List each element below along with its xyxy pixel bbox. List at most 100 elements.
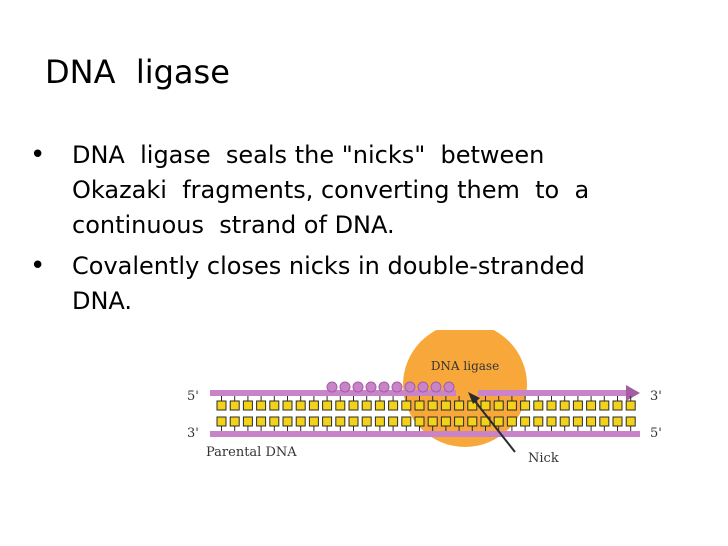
- base-top: [229, 400, 240, 411]
- base-bottom: [467, 416, 478, 427]
- base-bottom: [493, 416, 504, 427]
- dna-ligase-diagram: DNA ligase 5' 3' 3' 5' Parental DNA Nick: [187, 330, 662, 466]
- base-top: [533, 400, 544, 411]
- base-bottom: [599, 416, 610, 427]
- base-bottom: [229, 416, 240, 427]
- nucleotide-bead: [365, 381, 377, 393]
- base-top: [480, 400, 491, 411]
- top-strand-3prime-label: 3': [650, 389, 662, 404]
- base-bottom: [427, 416, 438, 427]
- base-top: [348, 400, 359, 411]
- base-bottom: [295, 416, 306, 427]
- nick-pointer-arrowhead: [468, 392, 480, 404]
- nucleotide-bead: [443, 381, 455, 393]
- base-top: [454, 400, 465, 411]
- nucleotide-bead: [326, 381, 338, 393]
- bullet-marker: •: [30, 251, 46, 281]
- base-bottom: [348, 416, 359, 427]
- base-top: [625, 400, 636, 411]
- base-top: [546, 400, 557, 411]
- base-bottom: [322, 416, 333, 427]
- base-top: [612, 400, 623, 411]
- base-bottom: [533, 416, 544, 427]
- bullet-text-line: Covalently closes nicks in double-strand…: [72, 252, 585, 280]
- base-bottom: [520, 416, 531, 427]
- bullet-text-line: DNA.: [72, 287, 133, 315]
- bottom-strand-3prime-label: 3': [187, 426, 199, 441]
- nick-label: Nick: [528, 451, 559, 466]
- nucleotide-bead: [417, 381, 429, 393]
- base-pairs: [216, 396, 636, 431]
- base-bottom: [361, 416, 372, 427]
- base-top: [599, 400, 610, 411]
- base-top: [559, 400, 570, 411]
- base-bottom: [414, 416, 425, 427]
- base-bottom: [216, 416, 227, 427]
- nucleotide-bead: [378, 381, 390, 393]
- base-top: [586, 400, 597, 411]
- base-top: [493, 400, 504, 411]
- base-top: [335, 400, 346, 411]
- base-top: [256, 400, 267, 411]
- nucleotide-bead: [430, 381, 442, 393]
- bullet-text-line: DNA ligase seals the "nicks" between: [72, 141, 545, 169]
- base-top: [282, 400, 293, 411]
- nucleotide-bead: [404, 381, 416, 393]
- base-bottom: [506, 416, 517, 427]
- base-bottom: [625, 416, 636, 427]
- nucleotide-beads: [326, 381, 455, 393]
- nucleotide-bead: [391, 381, 403, 393]
- top-strand-right-segment: [478, 390, 626, 396]
- base-top: [216, 400, 227, 411]
- base-bottom: [282, 416, 293, 427]
- base-bottom: [256, 416, 267, 427]
- base-bottom: [374, 416, 385, 427]
- bullet-item: • DNA ligase seals the "nicks" between O…: [28, 138, 668, 243]
- slide-title: DNA ligase: [45, 53, 230, 91]
- base-top: [401, 400, 412, 411]
- base-bottom: [401, 416, 412, 427]
- base-top: [414, 400, 425, 411]
- base-top: [388, 400, 399, 411]
- base-bottom: [388, 416, 399, 427]
- bullet-item: • Covalently closes nicks in double-stra…: [28, 249, 668, 319]
- bullet-marker: •: [30, 140, 46, 170]
- base-top: [308, 400, 319, 411]
- base-bottom: [269, 416, 280, 427]
- nucleotide-bead: [339, 381, 351, 393]
- nucleotide-bead: [352, 381, 364, 393]
- base-top: [295, 400, 306, 411]
- bullet-text-line: Okazaki fragments, converting them to a: [72, 176, 590, 204]
- base-top: [572, 400, 583, 411]
- bullet-text-line: continuous strand of DNA.: [72, 211, 395, 239]
- base-top: [269, 400, 280, 411]
- top-strand-5prime-label: 5': [187, 389, 199, 404]
- parental-dna-label: Parental DNA: [206, 445, 297, 460]
- base-top: [506, 400, 517, 411]
- base-top: [427, 400, 438, 411]
- base-bottom: [572, 416, 583, 427]
- base-top: [322, 400, 333, 411]
- base-bottom: [612, 416, 623, 427]
- base-top: [374, 400, 385, 411]
- base-bottom: [335, 416, 346, 427]
- dna-ligase-label: DNA ligase: [431, 359, 499, 373]
- nick-pointer-line: [473, 399, 516, 453]
- base-top: [520, 400, 531, 411]
- base-bottom: [308, 416, 319, 427]
- bullet-list: • DNA ligase seals the "nicks" between O…: [28, 138, 668, 325]
- base-bottom: [546, 416, 557, 427]
- bottom-strand: [210, 431, 640, 437]
- base-bottom: [440, 416, 451, 427]
- top-strand-arrowhead: [626, 385, 640, 401]
- base-top: [440, 400, 451, 411]
- base-top: [361, 400, 372, 411]
- base-bottom: [559, 416, 570, 427]
- bottom-strand-bar: [210, 431, 640, 437]
- base-bottom: [586, 416, 597, 427]
- base-bottom: [454, 416, 465, 427]
- top-strand-left-segment: [210, 390, 456, 396]
- base-bottom: [242, 416, 253, 427]
- top-strand: [210, 385, 640, 401]
